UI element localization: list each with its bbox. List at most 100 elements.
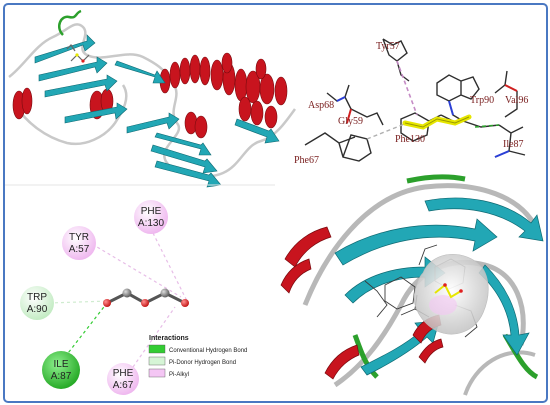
helix-segment xyxy=(194,115,208,139)
beta-strand xyxy=(150,144,218,174)
legend-label-conventional: Conventional Hydrogen Bond xyxy=(169,348,247,354)
helix-segment xyxy=(221,52,233,74)
label-asp68: Asp68 xyxy=(308,100,334,111)
beta-strand xyxy=(64,102,128,124)
tyr57-sticks xyxy=(382,38,410,82)
phe67-sticks xyxy=(304,132,372,162)
protein-cartoon-overview xyxy=(8,9,297,188)
residue-interaction-3d: Tyr57 Asp68 Gly59 Phe130 Trp90 Val96 Phe… xyxy=(294,38,528,166)
helix-ribbon xyxy=(418,338,444,364)
ligand-overview xyxy=(66,44,90,62)
legend-label-pi-donor: Pi-Donor Hydrogen Bond xyxy=(169,360,236,366)
beta-strand xyxy=(154,160,222,188)
label-phe67: Phe67 xyxy=(294,155,319,166)
sheet-group xyxy=(34,34,280,188)
oxygen-atom xyxy=(141,299,149,307)
helix-segment xyxy=(274,76,288,106)
label-phe130: Phe130 xyxy=(395,134,425,145)
val96-sticks xyxy=(494,70,518,118)
helix-segment xyxy=(179,57,191,85)
helix-segment xyxy=(21,87,33,115)
beta-strand xyxy=(478,264,530,356)
beta-strand xyxy=(114,60,166,84)
residue-phe67-id: A:67 xyxy=(113,380,134,391)
turn-segment xyxy=(406,174,466,184)
coil-loop-left xyxy=(13,84,128,146)
interaction-line-ile87 xyxy=(64,302,108,358)
legend-swatch-pi-donor xyxy=(148,356,166,366)
interaction-line-phe67 xyxy=(132,306,176,368)
gly59-sticks xyxy=(350,108,384,126)
pi-alkyl-dash xyxy=(396,60,418,116)
binding-pocket-closeup xyxy=(280,174,544,396)
interaction-diagram-2d: TYR A:57 PHE A:130 TRP A:90 ILE A:87 PHE… xyxy=(20,200,247,395)
residue-phe130-id: A:130 xyxy=(138,218,165,229)
helix-segment xyxy=(250,100,264,126)
beta-strand xyxy=(44,74,118,98)
helix-ribbon xyxy=(324,344,360,380)
residue-tyr57-name: TYR xyxy=(69,232,89,243)
residue-trp90: TRP A:90 xyxy=(20,286,54,320)
beta-strand xyxy=(234,118,280,144)
beta-strand xyxy=(424,197,544,242)
ligand-2d xyxy=(103,288,189,307)
residue-phe130: PHE A:130 xyxy=(134,200,168,234)
beta-strand xyxy=(126,112,180,134)
residue-tyr57: TYR A:57 xyxy=(62,226,96,260)
helix-ribbon xyxy=(284,226,332,268)
figure-canvas: Tyr57 Asp68 Gly59 Phe130 Trp90 Val96 Phe… xyxy=(5,9,544,396)
residue-ile87-id: A:87 xyxy=(51,371,72,382)
residue-trp90-id: A:90 xyxy=(27,304,48,315)
interaction-line-trp90 xyxy=(48,300,110,304)
beta-strand xyxy=(38,56,108,82)
beta-strand xyxy=(154,132,212,156)
label-ile87: Ile87 xyxy=(503,139,524,150)
residue-phe67: PHE A:67 xyxy=(107,363,139,395)
interaction-line-tyr57 xyxy=(86,240,182,298)
label-tyr57: Tyr57 xyxy=(376,41,400,52)
coil-loop xyxy=(302,183,542,306)
oxygen-atom xyxy=(181,299,189,307)
helix-segment xyxy=(238,96,252,122)
coil-loop xyxy=(463,350,536,396)
carbon-atom xyxy=(122,288,132,298)
helix-segment xyxy=(169,61,181,89)
label-trp90: Trp90 xyxy=(470,95,494,106)
ligand-closeup xyxy=(434,283,462,299)
ligand-atom xyxy=(443,283,447,287)
heteroatoms xyxy=(336,84,518,158)
label-gly59: Gly59 xyxy=(338,116,363,127)
binding-surface xyxy=(413,254,489,335)
legend-title: Interactions xyxy=(149,335,189,342)
interaction-line-phe130 xyxy=(152,232,188,302)
label-val96: Val96 xyxy=(505,95,528,106)
legend-label-pi-alkyl: Pi-Alkyl xyxy=(169,372,189,378)
residue-phe130-name: PHE xyxy=(141,206,162,217)
legend-swatch-conventional xyxy=(148,344,166,354)
helix-segment xyxy=(255,58,267,80)
residue-trp90-name: TRP xyxy=(27,292,47,303)
interaction-legend: Interactions Conventional Hydrogen Bond … xyxy=(148,335,247,378)
turn-segment xyxy=(352,334,379,379)
oxygen-atom xyxy=(103,299,111,307)
carbon-atom xyxy=(160,288,170,298)
helix-segment xyxy=(210,59,224,91)
pocket-highlight xyxy=(429,295,457,315)
closeup-helices xyxy=(280,226,444,380)
residue-ile87: ILE A:87 xyxy=(42,351,80,389)
residue-phe67-name: PHE xyxy=(113,368,134,379)
legend-swatch-pi-alkyl xyxy=(148,368,166,378)
ligand-atom xyxy=(459,289,463,293)
helix-ribbon xyxy=(280,258,312,294)
helix-segment xyxy=(234,68,248,102)
helix-segment xyxy=(189,54,201,84)
beta-strand xyxy=(34,34,96,64)
ligand-atom xyxy=(81,59,85,63)
beta-strand xyxy=(334,218,498,266)
helix-segment xyxy=(199,56,211,86)
figure-frame: Tyr57 Asp68 Gly59 Phe130 Trp90 Val96 Phe… xyxy=(3,3,548,403)
residue-tyr57-id: A:57 xyxy=(69,244,90,255)
helix-segment xyxy=(264,105,278,129)
coil-loop-top xyxy=(58,9,82,36)
ligand-atom xyxy=(75,53,79,57)
